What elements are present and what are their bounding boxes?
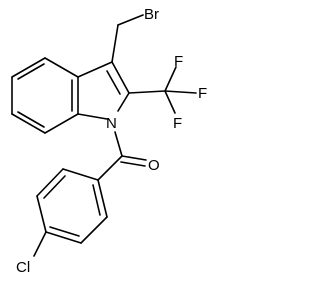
bond-c2-cf3 xyxy=(128,90,166,94)
bond-c3a-c4 xyxy=(44,57,79,78)
carbonyl-group: O xyxy=(97,131,160,181)
atom-f-top: F xyxy=(174,53,183,70)
bond-c7-c7a xyxy=(44,113,79,134)
bond-ar6-ar1-inner xyxy=(92,184,101,216)
bond-ar4-cl xyxy=(33,231,47,257)
bond-ar1-ar2 xyxy=(62,168,99,181)
bond-ar5-ar6 xyxy=(80,216,108,244)
bond-c3a-c3 xyxy=(77,61,113,78)
bond-co-double-1 xyxy=(121,155,147,161)
bond-n1-c7a xyxy=(77,113,108,120)
trifluoromethyl-group: F F F xyxy=(128,53,207,132)
bond-ar3-ar4 xyxy=(36,195,47,233)
bond-c3-c2-inner xyxy=(106,70,121,95)
atom-br: Br xyxy=(144,6,159,23)
bond-c4-c5 xyxy=(11,57,46,78)
atom-o: O xyxy=(148,157,160,174)
bond-n1-carbonyl xyxy=(114,131,123,157)
atom-n: N xyxy=(106,115,117,132)
atom-f-bottom: F xyxy=(173,115,182,132)
bond-c3-ch2 xyxy=(111,24,119,63)
bond-cf3-f-bottom xyxy=(164,90,176,114)
bond-c3-c2 xyxy=(111,61,130,94)
chlorophenyl-ring xyxy=(36,168,108,244)
bond-cf3-f-right xyxy=(164,90,197,94)
bond-ar4-ar5-inner xyxy=(49,226,80,237)
bond-carbonyl-aryl xyxy=(97,155,123,181)
bond-c6-c7 xyxy=(11,113,46,134)
chloro-group: Cl xyxy=(16,231,47,276)
bond-ar2-ar3-inner xyxy=(43,175,66,199)
structure-canvas: Br F F F N O xyxy=(11,6,208,276)
bond-ar6-ar1 xyxy=(97,179,108,218)
bond-ar2-ar3 xyxy=(36,168,64,197)
atom-cl: Cl xyxy=(16,259,30,276)
molecule-diagram: Br F F F N O xyxy=(11,6,207,276)
bond-c6-c7-inner xyxy=(17,111,45,128)
bond-ar4-ar5 xyxy=(45,231,82,244)
atom-f-right: F xyxy=(198,85,207,102)
pyrrole-ring xyxy=(77,61,130,120)
bond-c2-n1 xyxy=(117,92,130,112)
bond-co-double-2 xyxy=(120,161,146,167)
bond-cf3-f-top xyxy=(164,66,177,92)
bond-ch2-br xyxy=(117,14,144,26)
bromomethyl-group: Br xyxy=(111,6,159,63)
bond-c4-c5-inner xyxy=(17,63,45,80)
benzene-ring xyxy=(11,57,79,134)
